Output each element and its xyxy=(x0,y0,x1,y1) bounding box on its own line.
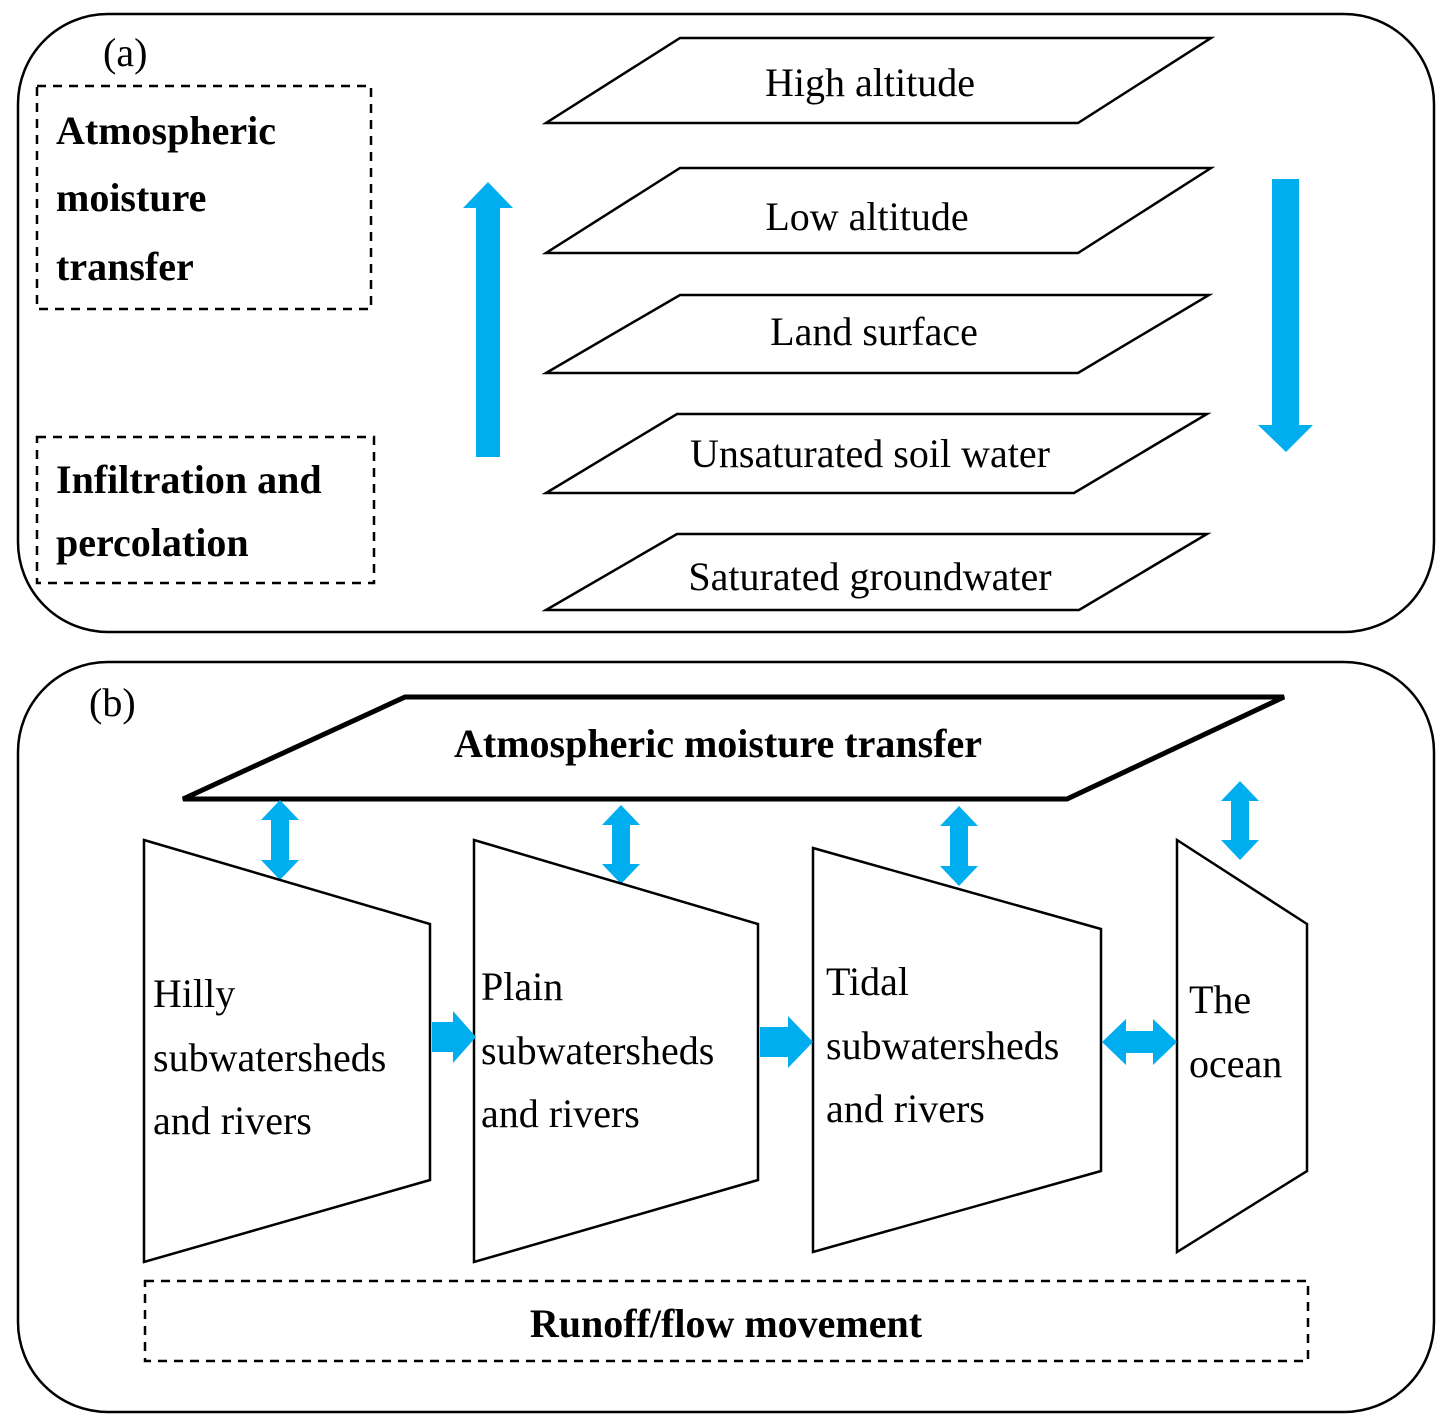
layer-saturated-groundwater xyxy=(541,532,1212,612)
atmospheric-transfer-line-3: transfer xyxy=(56,244,194,289)
hilly-unit-line-3: and rivers xyxy=(153,1098,312,1143)
layer-unsaturated-soil-water-label: Unsaturated soil water xyxy=(690,431,1050,476)
exchange-arrow-hilly xyxy=(261,800,299,880)
ocean-unit-line-2: ocean xyxy=(1189,1041,1282,1086)
plain-unit-line-1: Plain xyxy=(481,964,563,1009)
exchange-arrow-ocean xyxy=(1221,781,1259,860)
panel-b-frame xyxy=(16,660,1436,1414)
upward-arrow xyxy=(463,182,513,457)
exchange-arrow-tidal-ocean xyxy=(1102,1019,1177,1065)
tidal-unit-line-3: and rivers xyxy=(826,1086,985,1131)
layer-low-altitude xyxy=(541,166,1216,255)
layer-high-altitude-label: High altitude xyxy=(765,60,975,105)
runoff-box xyxy=(143,1279,1310,1363)
atmospheric-transfer-line-2: moisture xyxy=(56,175,206,220)
downward-arrow xyxy=(1258,179,1313,452)
plain-unit xyxy=(472,838,760,1264)
panel-a: (a) Atmospheric moisture transfer Infilt… xyxy=(16,12,1436,634)
layer-land-surface xyxy=(541,293,1214,375)
hilly-unit-line-1: Hilly xyxy=(153,971,235,1016)
tidal-unit-line-1: Tidal xyxy=(826,959,909,1004)
plain-unit-line-3: and rivers xyxy=(481,1091,640,1136)
panel-b: (b) Atmospheric moisture transfer Hilly … xyxy=(16,660,1436,1414)
tidal-unit xyxy=(811,846,1103,1254)
flow-arrow-hilly-to-plain xyxy=(432,1011,476,1063)
exchange-arrow-plain xyxy=(602,805,640,884)
hilly-unit-line-2: subwatersheds xyxy=(153,1035,386,1080)
layer-low-altitude-label: Low altitude xyxy=(765,194,968,239)
hilly-unit xyxy=(142,838,432,1264)
panel-a-label: (a) xyxy=(103,30,147,75)
plain-unit-line-2: subwatersheds xyxy=(481,1028,714,1073)
tidal-unit-line-2: subwatersheds xyxy=(826,1023,1059,1068)
infiltration-box xyxy=(35,435,376,585)
atmospheric-transfer-box xyxy=(35,84,373,311)
infiltration-line-1: Infiltration and xyxy=(56,457,322,502)
exchange-arrow-tidal xyxy=(940,806,978,886)
atmospheric-moisture-layer xyxy=(181,694,1286,802)
atmospheric-moisture-label: Atmospheric moisture transfer xyxy=(454,721,982,766)
panel-b-label: (b) xyxy=(89,680,136,725)
flow-arrow-plain-to-tidal xyxy=(760,1016,813,1068)
runoff-label: Runoff/flow movement xyxy=(530,1301,923,1346)
layer-land-surface-label: Land surface xyxy=(770,309,978,354)
panel-a-frame xyxy=(16,12,1436,634)
atmospheric-transfer-line-1: Atmospheric xyxy=(56,108,276,153)
infiltration-line-2: percolation xyxy=(56,520,249,565)
ocean-unit xyxy=(1175,837,1309,1255)
layer-high-altitude xyxy=(541,36,1216,125)
layer-saturated-groundwater-label: Saturated groundwater xyxy=(688,554,1051,599)
layer-unsaturated-soil-water xyxy=(541,412,1212,495)
ocean-unit-line-1: The xyxy=(1189,977,1251,1022)
